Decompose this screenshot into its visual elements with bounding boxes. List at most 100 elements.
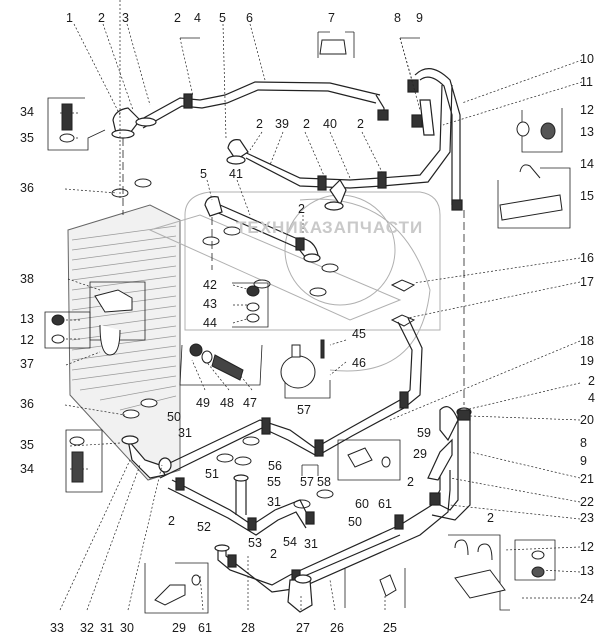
callout-12: 12 xyxy=(580,540,594,554)
callout-2: 2 xyxy=(270,547,277,561)
callout-57: 57 xyxy=(297,403,311,417)
callout-3: 3 xyxy=(122,11,129,25)
callout-52: 52 xyxy=(197,520,211,534)
callout-48: 48 xyxy=(220,396,234,410)
callout-21: 21 xyxy=(580,472,594,486)
pipe-upper xyxy=(111,81,389,139)
pipe-52-54-55 xyxy=(121,435,315,536)
callout-2: 2 xyxy=(407,475,414,489)
callout-45: 45 xyxy=(352,327,366,341)
callout-44: 44 xyxy=(203,316,217,330)
callout-35: 35 xyxy=(20,131,34,145)
callout-2: 2 xyxy=(174,11,181,25)
callout-42: 42 xyxy=(203,278,217,292)
callout-41: 41 xyxy=(229,167,243,181)
callout-32: 32 xyxy=(80,621,94,635)
callout-19: 19 xyxy=(580,354,594,368)
callout-13: 13 xyxy=(580,564,594,578)
callout-60: 60 xyxy=(355,497,369,511)
callout-29: 29 xyxy=(413,447,427,461)
callout-12: 12 xyxy=(20,333,34,347)
callout-2: 2 xyxy=(588,374,595,388)
callout-24: 24 xyxy=(580,592,594,606)
callout-61: 61 xyxy=(198,621,212,635)
callout-31: 31 xyxy=(100,621,114,635)
callout-4: 4 xyxy=(588,391,595,405)
callout-29: 29 xyxy=(172,621,186,635)
pipe-39-40 xyxy=(226,84,453,211)
callout-58: 58 xyxy=(317,475,331,489)
callout-18: 18 xyxy=(580,334,594,348)
callout-7: 7 xyxy=(328,11,335,25)
callout-13: 13 xyxy=(580,125,594,139)
callout-13: 13 xyxy=(20,312,34,326)
pipe-26-28-60 xyxy=(214,470,451,613)
callout-2: 2 xyxy=(487,511,494,525)
callout-2: 2 xyxy=(303,117,310,131)
callout-23: 23 xyxy=(580,511,594,525)
callout-40: 40 xyxy=(323,117,337,131)
callout-49: 49 xyxy=(196,396,210,410)
callout-5: 5 xyxy=(219,11,226,25)
callout-50: 50 xyxy=(167,410,181,424)
callout-55: 55 xyxy=(267,475,281,489)
callout-14: 14 xyxy=(580,157,594,171)
callout-2: 2 xyxy=(168,514,175,528)
callout-2: 2 xyxy=(256,117,263,131)
callout-31: 31 xyxy=(304,537,318,551)
callout-9: 9 xyxy=(580,454,587,468)
callout-4: 4 xyxy=(194,11,201,25)
callout-53: 53 xyxy=(248,536,262,550)
callout-31: 31 xyxy=(178,426,192,440)
callout-54: 54 xyxy=(283,535,297,549)
callout-20: 20 xyxy=(580,413,594,427)
assembly-axes xyxy=(122,138,465,405)
callout-12: 12 xyxy=(580,103,594,117)
callout-1: 1 xyxy=(66,11,73,25)
callout-2: 2 xyxy=(298,202,305,216)
callout-46: 46 xyxy=(352,356,366,370)
callout-36: 36 xyxy=(20,397,34,411)
callout-5: 5 xyxy=(200,167,207,181)
callout-34: 34 xyxy=(20,105,34,119)
callout-38: 38 xyxy=(20,272,34,286)
gaskets xyxy=(111,178,416,509)
callout-25: 25 xyxy=(383,621,397,635)
callout-43: 43 xyxy=(203,297,217,311)
callout-39: 39 xyxy=(275,117,289,131)
callout-59: 59 xyxy=(417,426,431,440)
callout-17: 17 xyxy=(580,275,594,289)
callout-2: 2 xyxy=(98,11,105,25)
callout-9: 9 xyxy=(416,11,423,25)
detail-boxes xyxy=(44,31,571,614)
callout-10: 10 xyxy=(580,52,594,66)
callout-2: 2 xyxy=(357,117,364,131)
callout-34: 34 xyxy=(20,462,34,476)
callout-27: 27 xyxy=(296,621,310,635)
callout-57: 57 xyxy=(300,475,314,489)
pipe-10 xyxy=(407,68,463,211)
hardware xyxy=(51,39,563,606)
callout-11: 11 xyxy=(580,75,593,89)
callout-8: 8 xyxy=(580,436,587,450)
callout-16: 16 xyxy=(580,251,594,265)
callout-31: 31 xyxy=(267,495,281,509)
callout-61: 61 xyxy=(378,497,392,511)
callout-28: 28 xyxy=(241,621,255,635)
callout-6: 6 xyxy=(246,11,253,25)
callout-22: 22 xyxy=(580,495,594,509)
callout-15: 15 xyxy=(580,189,594,203)
leader-lines xyxy=(59,0,583,611)
callout-50: 50 xyxy=(348,515,362,529)
callout-33: 33 xyxy=(50,621,64,635)
callout-30: 30 xyxy=(120,621,134,635)
watermark-left: ТЕХНИКА xyxy=(236,218,324,237)
watermark-right: ЗАПЧАСТИ xyxy=(322,218,424,237)
callout-26: 26 xyxy=(330,621,344,635)
callout-36: 36 xyxy=(20,181,34,195)
callout-8: 8 xyxy=(394,11,401,25)
pipe-21-22 xyxy=(427,406,472,521)
pipe-41 xyxy=(204,196,321,263)
